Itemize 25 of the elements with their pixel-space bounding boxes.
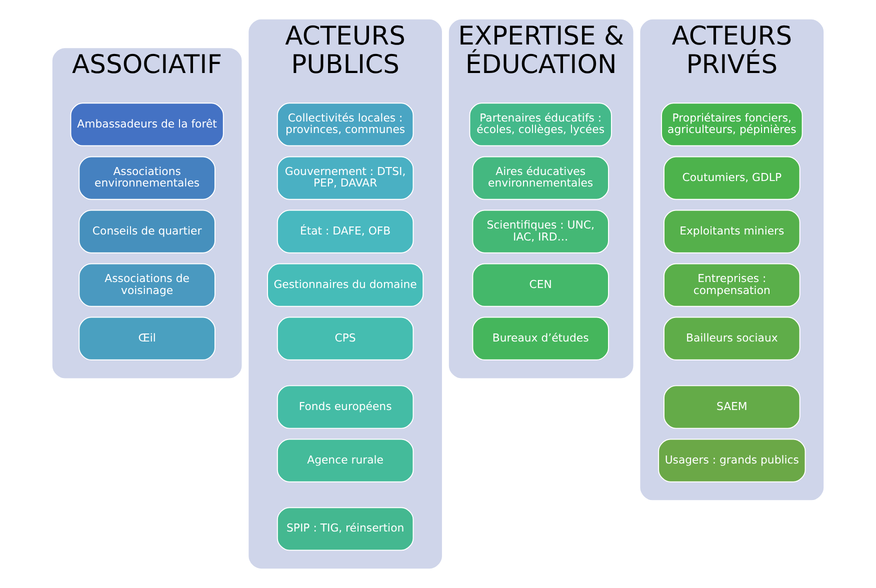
- node-box: Gestionnaires du domaine: [267, 263, 424, 307]
- node-box: Bailleurs sociaux: [664, 316, 800, 360]
- node-box: CPS: [276, 316, 414, 360]
- node-box: Partenaires éducatifs : écoles, collèges, lycées: [469, 102, 612, 146]
- node-box: Bureaux d’études: [472, 316, 609, 360]
- node-box: Aires éducatives environnementales: [472, 156, 609, 200]
- node-box: Œil: [78, 316, 216, 360]
- node-box: SPIP : TIG, réinsertion: [276, 507, 414, 551]
- node-box: CEN: [472, 263, 609, 307]
- node-box: État : DAFE, OFB: [276, 210, 414, 254]
- node-box: Gouvernement : DTSI, PEP, DAVAR: [276, 156, 414, 200]
- node-box: Associations de voisinage: [78, 263, 216, 307]
- node-box: Coutumiers, GDLP: [664, 156, 800, 200]
- node-box: Conseils de quartier: [78, 210, 216, 254]
- node-box: Fonds européens: [276, 385, 414, 429]
- node-box: SAEM: [664, 385, 800, 429]
- node-box: Propriétaires fonciers, agriculteurs, pépinières: [661, 102, 803, 146]
- node-box: Exploitants miniers: [664, 210, 800, 254]
- node-box: Ambassadeurs de la forêt: [70, 102, 224, 146]
- node-box: Associations environnementales: [78, 156, 216, 200]
- node-box: Agence rurale: [276, 438, 414, 482]
- node-box: Entreprises : compensation: [664, 263, 800, 307]
- node-box: Scientifiques : UNC, IAC, IRD…: [472, 210, 609, 254]
- node-box: Usagers : grands publics: [658, 438, 806, 482]
- node-box: Collectivités locales : provinces, communes: [276, 102, 414, 146]
